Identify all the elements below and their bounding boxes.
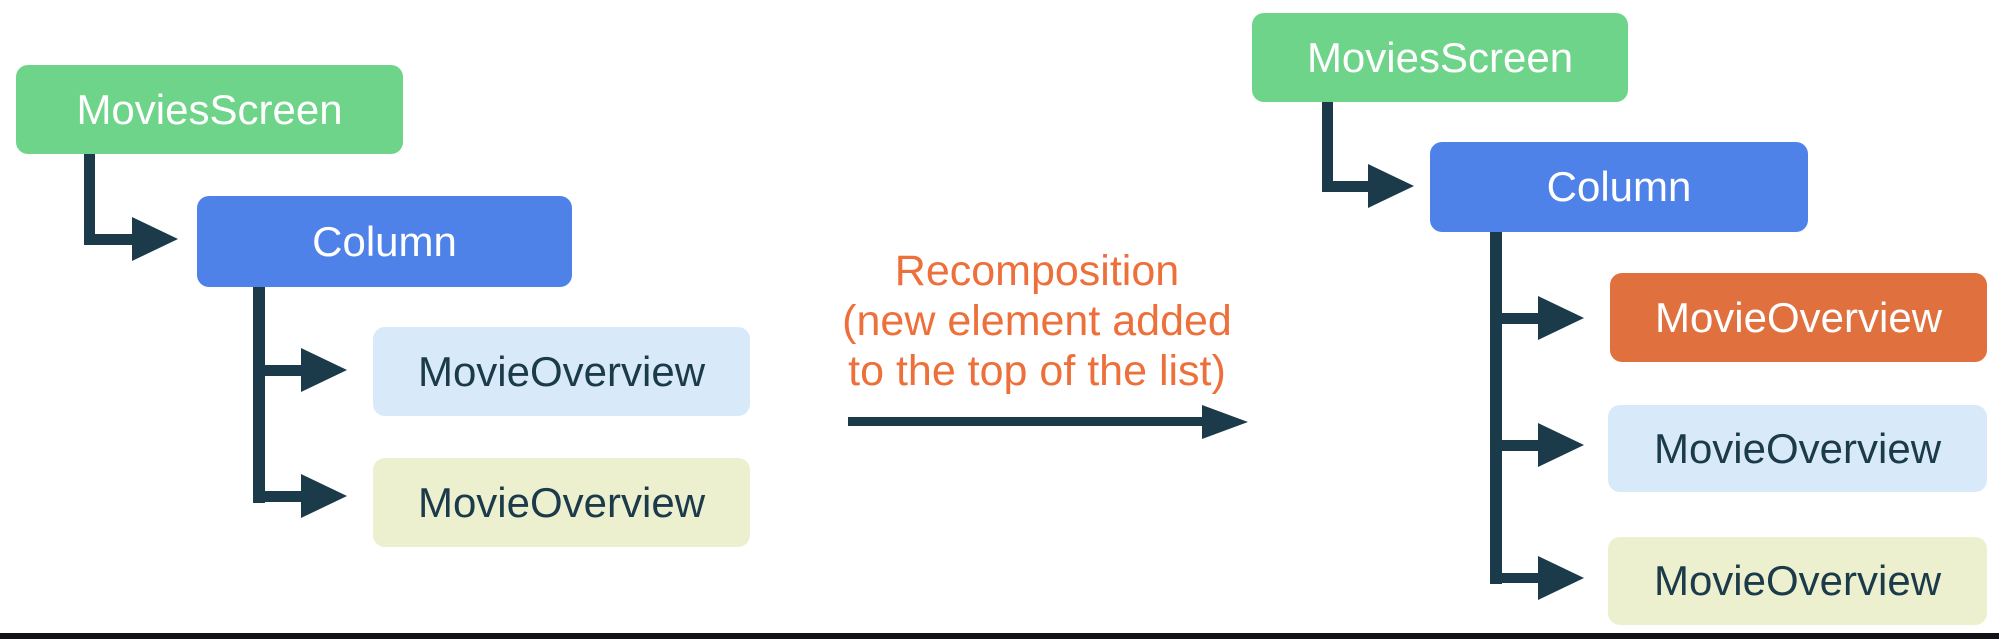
arrowhead-icon: [301, 474, 347, 518]
arrowhead-icon: [1538, 296, 1584, 340]
elbow-connector: [1490, 440, 1540, 451]
elbow-connector: [1490, 232, 1502, 584]
recomposition-label-line: Recomposition: [894, 247, 1180, 295]
node-movie-overview-right-2: MovieOverview: [1608, 405, 1987, 492]
arrowhead-icon: [1202, 405, 1248, 439]
arrowhead-icon: [1538, 423, 1584, 467]
arrowhead-icon: [301, 348, 347, 392]
node-movie-overview-left-2: MovieOverview: [373, 458, 750, 547]
elbow-connector: [84, 234, 134, 245]
recomposition-label-line: (new element added: [842, 297, 1232, 345]
elbow-connector: [1490, 313, 1540, 324]
node-movie-overview-right-3: MovieOverview: [1608, 537, 1987, 625]
elbow-connector: [1322, 181, 1372, 192]
recomposition-label-line: to the top of the list): [848, 347, 1226, 395]
elbow-connector: [1490, 573, 1540, 583]
arrowhead-icon: [132, 217, 178, 261]
recomposition-label: Recomposition (new element added to the …: [797, 246, 1277, 396]
transition-arrow-shaft: [848, 417, 1204, 426]
node-movie-overview-left-1: MovieOverview: [373, 327, 750, 416]
node-column-left: Column: [197, 196, 572, 287]
elbow-connector: [253, 365, 303, 376]
arrowhead-icon: [1368, 164, 1414, 208]
elbow-connector: [1322, 102, 1333, 192]
elbow-connector: [253, 491, 303, 502]
node-movies-screen-left: MoviesScreen: [16, 65, 403, 154]
node-column-right: Column: [1430, 142, 1808, 232]
bottom-divider: [0, 633, 1999, 639]
node-movies-screen-right: MoviesScreen: [1252, 13, 1628, 102]
elbow-connector: [84, 154, 95, 245]
elbow-connector: [253, 287, 265, 503]
node-movie-overview-right-new: MovieOverview: [1610, 273, 1987, 362]
arrowhead-icon: [1538, 556, 1584, 600]
